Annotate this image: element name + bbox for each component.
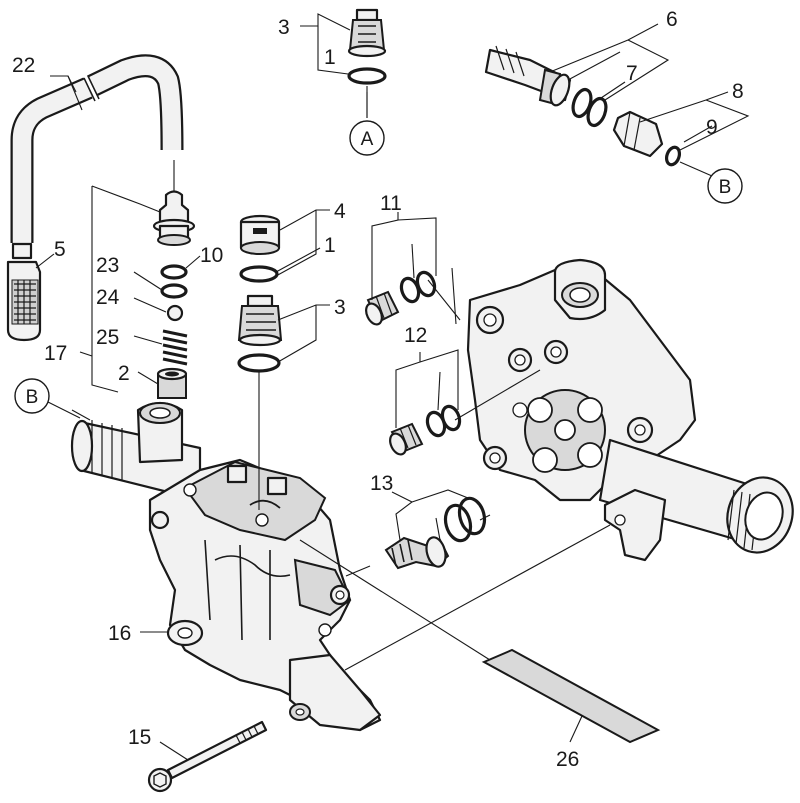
o-ring-part-9 (664, 145, 682, 167)
ball-part-24 (166, 304, 184, 322)
callout-1-top: 1 (324, 46, 336, 69)
ref-bubble-b-left: B (14, 378, 81, 419)
o-ring-part-13a (443, 503, 473, 543)
callout-4: 4 (334, 200, 346, 223)
callout-labels: 3 1 6 7 8 9 22 5 4 1 10 23 24 3 11 12 25… (12, 8, 744, 771)
callout-12: 12 (404, 324, 427, 347)
callout-8: 8 (732, 80, 744, 103)
callout-24: 24 (96, 286, 120, 309)
o-ring-part-13b (457, 496, 487, 536)
o-ring-part-11b (415, 270, 437, 298)
adapter-part-8 (612, 110, 664, 158)
callout-2: 2 (118, 362, 130, 385)
bolt-part-15 (147, 720, 268, 793)
valve-part-3-mid (237, 294, 283, 347)
callout-17: 17 (44, 342, 67, 365)
seat-part-2 (156, 367, 188, 399)
pump-body-part-16 (70, 401, 382, 732)
callout-23: 23 (96, 254, 119, 277)
callout-9: 9 (706, 116, 718, 139)
fitting-part-17 (152, 190, 196, 246)
callout-26: 26 (556, 748, 579, 771)
spring-part-25 (162, 329, 188, 366)
callout-11: 11 (380, 192, 402, 215)
leader-lines (35, 13, 750, 761)
valve-part-12 (389, 422, 424, 456)
o-ring-part-23 (160, 283, 188, 299)
o-ring-part-3-seal (237, 353, 281, 373)
svg-text:B: B (719, 177, 732, 198)
o-ring-part-7b (586, 96, 608, 128)
pump-head-housing (466, 258, 794, 562)
callout-3-top: 3 (278, 16, 290, 39)
callout-22: 22 (12, 54, 35, 77)
o-ring-part-7a (571, 87, 593, 119)
o-ring-part-1-mid (239, 265, 279, 283)
callout-5: 5 (54, 238, 66, 261)
svg-text:B: B (26, 387, 39, 408)
filter-part-5 (6, 242, 42, 342)
callout-1-mid: 1 (324, 234, 336, 257)
callout-10: 10 (200, 244, 223, 267)
assembly-lines (71, 86, 713, 671)
nipple-part-6 (484, 45, 572, 107)
callout-13: 13 (370, 472, 393, 495)
callout-25: 25 (96, 326, 119, 349)
callout-7: 7 (626, 62, 638, 85)
ref-bubble-b-right: B (707, 168, 743, 204)
valve-part-3-top (347, 8, 387, 58)
o-ring-part-10 (160, 264, 188, 280)
o-ring-part-12b (440, 404, 462, 432)
ref-bubble-a: A (349, 92, 385, 156)
o-ring-part-1-top (347, 67, 387, 85)
callout-6: 6 (666, 8, 678, 31)
gasket-part-26 (481, 648, 661, 744)
valve-part-11 (365, 290, 400, 326)
callout-15: 15 (128, 726, 151, 749)
hose-part-22 (10, 54, 184, 243)
valve-cap-part-4 (239, 214, 281, 255)
svg-text:A: A (361, 129, 374, 150)
valve-part-13 (384, 536, 450, 570)
callout-16: 16 (108, 622, 131, 645)
callout-3-mid: 3 (334, 296, 346, 319)
